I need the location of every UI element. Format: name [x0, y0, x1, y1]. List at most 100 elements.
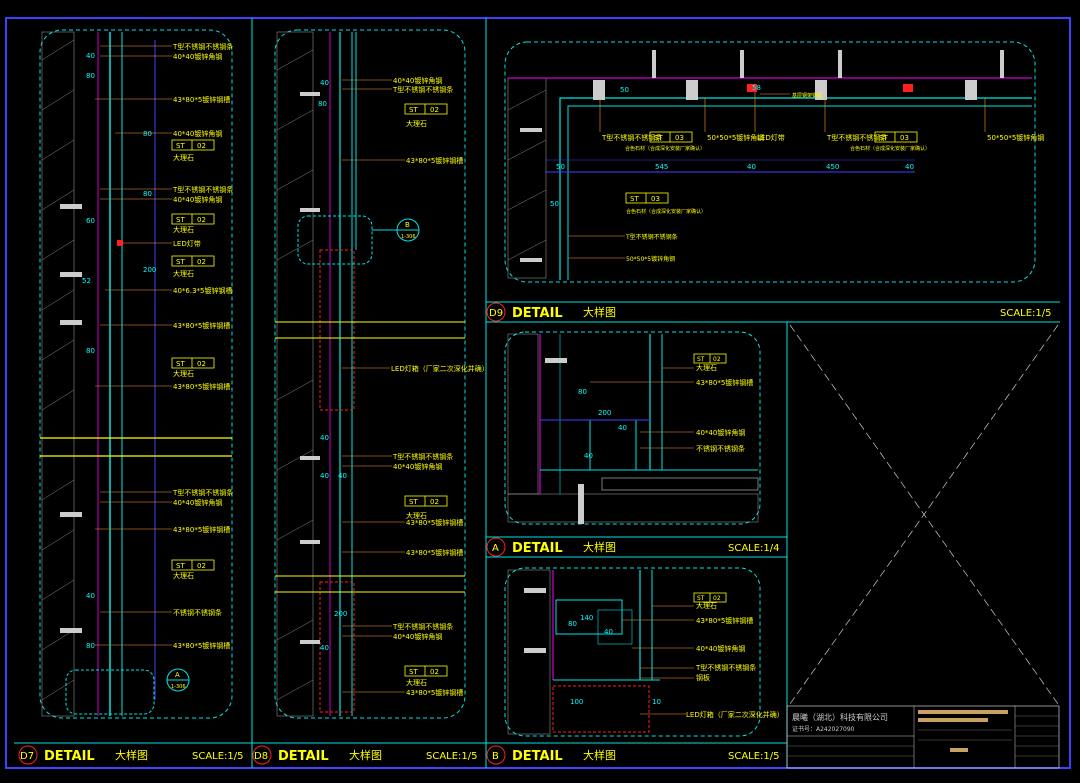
svg-text:100: 100	[570, 698, 583, 706]
a-label-3: 40*40镀锌角钢	[696, 428, 745, 437]
svg-text:03: 03	[675, 134, 684, 142]
a-label-1: 大理石	[696, 363, 717, 372]
d7-label-17: 大理石	[173, 571, 194, 580]
d9-label-6: 合色石材（合成深化安装厂家确认）	[850, 145, 930, 152]
svg-text:ST: ST	[176, 142, 185, 150]
svg-text:80: 80	[578, 388, 587, 396]
svg-text:02: 02	[430, 106, 439, 114]
d7-label-5: 大理石	[173, 153, 194, 162]
d7-label-15: 40*40镀锌角钢	[173, 498, 222, 507]
d7-label-7: 40*40镀锌角钢	[173, 195, 222, 204]
d7-label-1: T型不锈钢不锈钢条	[172, 42, 233, 51]
svg-text:02: 02	[197, 562, 206, 570]
svg-text:40: 40	[320, 434, 329, 442]
b-code: B	[492, 751, 499, 762]
d9-label-7: 50*50*5镀锌角钢	[987, 133, 1044, 142]
svg-text:40: 40	[338, 472, 347, 480]
sheet-border	[5, 17, 1071, 769]
d8-label-12: 大理石	[406, 678, 427, 687]
svg-text:02: 02	[197, 360, 206, 368]
a-title: DETAIL	[512, 541, 563, 556]
svg-text:80: 80	[86, 347, 95, 355]
svg-text:40: 40	[320, 644, 329, 652]
d7-label-8: 大理石	[173, 225, 194, 234]
svg-text:02: 02	[430, 498, 439, 506]
company-name: 晨曦（湖北）科技有限公司	[792, 712, 888, 722]
svg-text:200: 200	[598, 409, 611, 417]
d8-label-4: 43*80*5镀锌钢槽	[406, 156, 463, 165]
svg-text:02: 02	[713, 356, 721, 363]
d7-st-tags: ST 02 ST 02 ST 02 ST 02 ST 02	[171, 139, 215, 571]
d9-label-8: 基层钢架钢框	[792, 92, 822, 99]
d8-scale: SCALE:1/5	[426, 751, 478, 762]
d9-code: D9	[489, 308, 503, 319]
b-label-1: 大理石	[696, 601, 717, 610]
d7-subtitle: 大样图	[115, 748, 148, 762]
svg-text:40: 40	[320, 472, 329, 480]
d8-label-2: T型不锈钢不锈钢条	[392, 85, 453, 94]
d8-label-5: T型不锈钢不锈钢条	[392, 452, 453, 461]
svg-text:50: 50	[556, 163, 565, 171]
svg-text:40: 40	[320, 79, 329, 87]
d8-st-tags: ST 02 ST 02 ST 02	[404, 103, 448, 677]
empty-area	[789, 324, 1059, 705]
svg-text:50: 50	[550, 200, 559, 208]
d7-label-led: LED灯带	[173, 239, 201, 248]
d7-label-18: 不锈钢不锈钢条	[173, 608, 222, 617]
svg-text:ST: ST	[176, 562, 185, 570]
svg-text:200: 200	[334, 610, 347, 618]
company-code: 证书号：A242027090	[792, 725, 855, 733]
d9-label-3: 50*50*5镀锌角钢	[707, 133, 764, 142]
svg-text:ST: ST	[409, 668, 418, 676]
d8-title: DETAIL	[278, 749, 329, 764]
svg-text:1-306: 1-306	[171, 684, 186, 690]
svg-text:1-306: 1-306	[401, 234, 416, 240]
b-label-4: T型不锈钢不锈钢条	[695, 663, 756, 672]
svg-text:40: 40	[747, 163, 756, 171]
d9-scale: SCALE:1/5	[1000, 308, 1052, 319]
d8-label-6: 40*40镀锌角钢	[393, 462, 442, 471]
svg-text:03: 03	[651, 195, 660, 203]
d8-subtitle: 大样图	[349, 748, 382, 762]
svg-text:80: 80	[318, 100, 327, 108]
a-label-2: 43*80*5镀锌钢槽	[696, 378, 753, 387]
b-title: DETAIL	[512, 749, 563, 764]
svg-text:ST: ST	[176, 258, 185, 266]
svg-text:ST: ST	[879, 134, 888, 142]
svg-text:140: 140	[580, 614, 593, 622]
detail-d8: 40 80 40 40 40 200 40 40*40镀锌角钢 T型不锈钢不锈钢条 大理…	[252, 29, 489, 765]
title-block: 晨曦（湖北）科技有限公司 证书号：A242027090	[786, 705, 1060, 769]
d8-label-led: LED灯箱（厂家二次深化并确）	[391, 364, 489, 373]
b-label-led: LED灯箱（厂家二次深化并确）	[686, 710, 784, 719]
d9-label-9: 合色石材（合成深化安装厂家确认）	[626, 208, 706, 215]
svg-text:ST: ST	[176, 360, 185, 368]
d7-label-10: 40*6.3*5镀锌钢槽	[173, 286, 233, 295]
d8-label-7: 大理石	[406, 511, 427, 520]
svg-text:545: 545	[655, 163, 668, 171]
svg-text:02: 02	[713, 595, 721, 602]
b-label-5: 钢板	[696, 673, 710, 682]
svg-text:60: 60	[86, 217, 95, 225]
d8-label-13: 43*80*5镀锌钢槽	[406, 688, 463, 697]
d9-label-5: T型不锈钢不锈钢条	[826, 133, 887, 142]
d7-label-4: 40*40镀锌角钢	[173, 129, 222, 138]
b-scale: SCALE:1/5	[728, 751, 780, 762]
svg-text:40: 40	[584, 452, 593, 460]
svg-text:80: 80	[143, 190, 152, 198]
svg-text:40: 40	[905, 163, 914, 171]
d8-label-11: 40*40镀锌角钢	[393, 632, 442, 641]
a-subtitle: 大样图	[583, 540, 616, 554]
d8-code: D8	[254, 751, 268, 762]
svg-text:02: 02	[197, 258, 206, 266]
b-label-2: 43*80*5镀锌钢槽	[696, 616, 753, 625]
d7-scale: SCALE:1/5	[192, 751, 244, 762]
svg-text:80: 80	[86, 642, 95, 650]
svg-text:50: 50	[620, 86, 629, 94]
d7-label-14: T型不锈钢不锈钢条	[172, 488, 233, 497]
svg-text:B: B	[405, 221, 410, 229]
svg-text:80: 80	[568, 620, 577, 628]
svg-text:02: 02	[197, 142, 206, 150]
